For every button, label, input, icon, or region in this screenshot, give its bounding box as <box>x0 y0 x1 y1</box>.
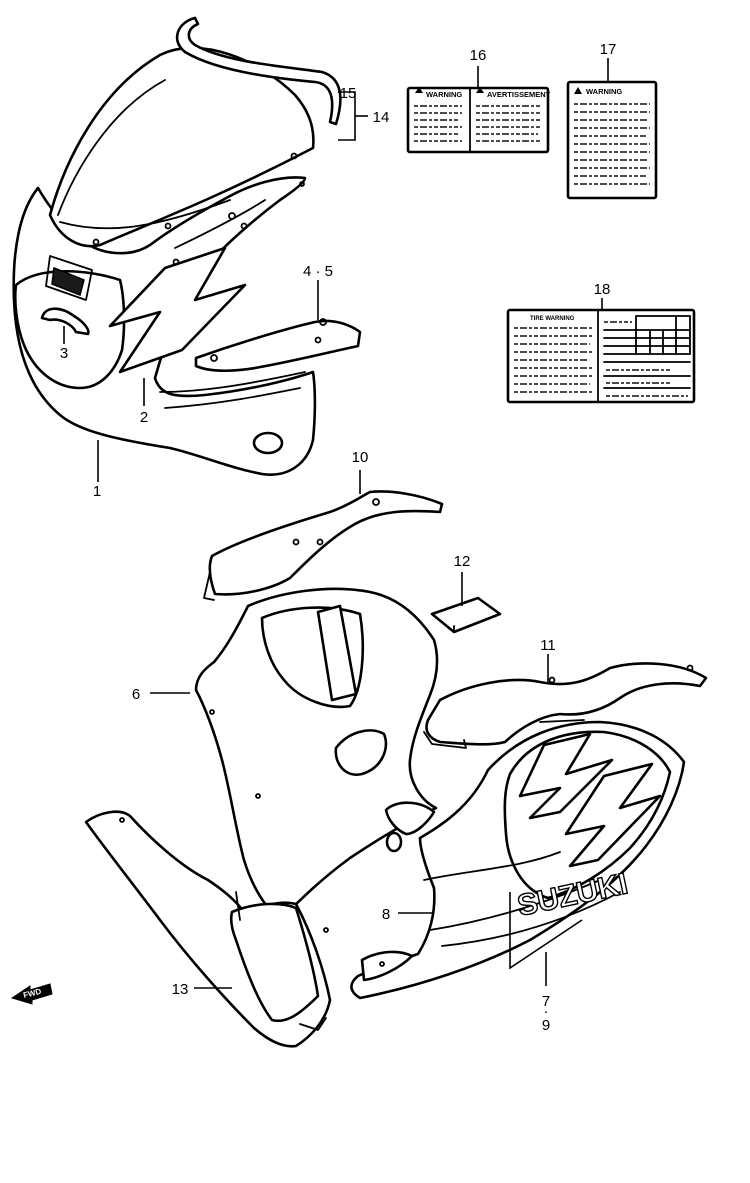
warning-label-17: WARNING <box>566 80 658 200</box>
fwd-text: FWD <box>22 987 42 1000</box>
inner-panel-10 <box>203 490 444 601</box>
callout-3: 3 <box>60 345 68 362</box>
callouts: 1 2 3 4 · 5 15 14 16 17 18 10 12 11 6 8 … <box>60 41 617 1034</box>
callout-2: 2 <box>140 409 148 426</box>
callout-6: 6 <box>132 686 140 703</box>
panel-4-5 <box>194 318 362 373</box>
label-17-warning: WARNING <box>586 87 622 96</box>
inner-panel-11 <box>423 662 708 749</box>
callout-9: 9 <box>542 1017 550 1034</box>
callout-12: 12 <box>454 553 471 570</box>
callout-10: 10 <box>352 449 369 466</box>
callout-18: 18 <box>594 281 611 298</box>
upper-cowling <box>12 16 342 476</box>
windscreen <box>48 46 315 248</box>
tire-label-18: TIRE WARNING <box>506 308 696 404</box>
callout-4-5: 4 · 5 <box>303 263 333 280</box>
side-cowling-6 <box>194 587 439 922</box>
callout-7-9-separator: · <box>544 1003 549 1020</box>
callout-7: 7 <box>542 993 550 1010</box>
fwd-arrow-icon: FWD <box>10 983 53 1005</box>
windscreen-trim <box>175 16 342 126</box>
callout-16: 16 <box>470 47 487 64</box>
label-16-warning-left: WARNING <box>426 90 462 99</box>
under-cowling-8: SUZUKI <box>350 719 686 1000</box>
callout-8: 8 <box>382 906 390 923</box>
warning-label-16: WARNING AVERTISSEMENT <box>406 86 551 154</box>
lower-panel-13 <box>84 810 332 1048</box>
label-16-warning-right: AVERTISSEMENT <box>487 90 551 99</box>
callout-14: 14 <box>373 109 390 126</box>
callout-13: 13 <box>172 981 189 998</box>
callout-1: 1 <box>93 483 101 500</box>
leader-lines <box>63 58 609 989</box>
callout-17: 17 <box>600 41 617 58</box>
callout-11: 11 <box>540 637 556 654</box>
bracket-3 <box>40 307 90 336</box>
label-18-title: TIRE WARNING <box>530 316 575 322</box>
callout-15: 15 <box>340 85 357 102</box>
pad-12 <box>430 596 502 634</box>
